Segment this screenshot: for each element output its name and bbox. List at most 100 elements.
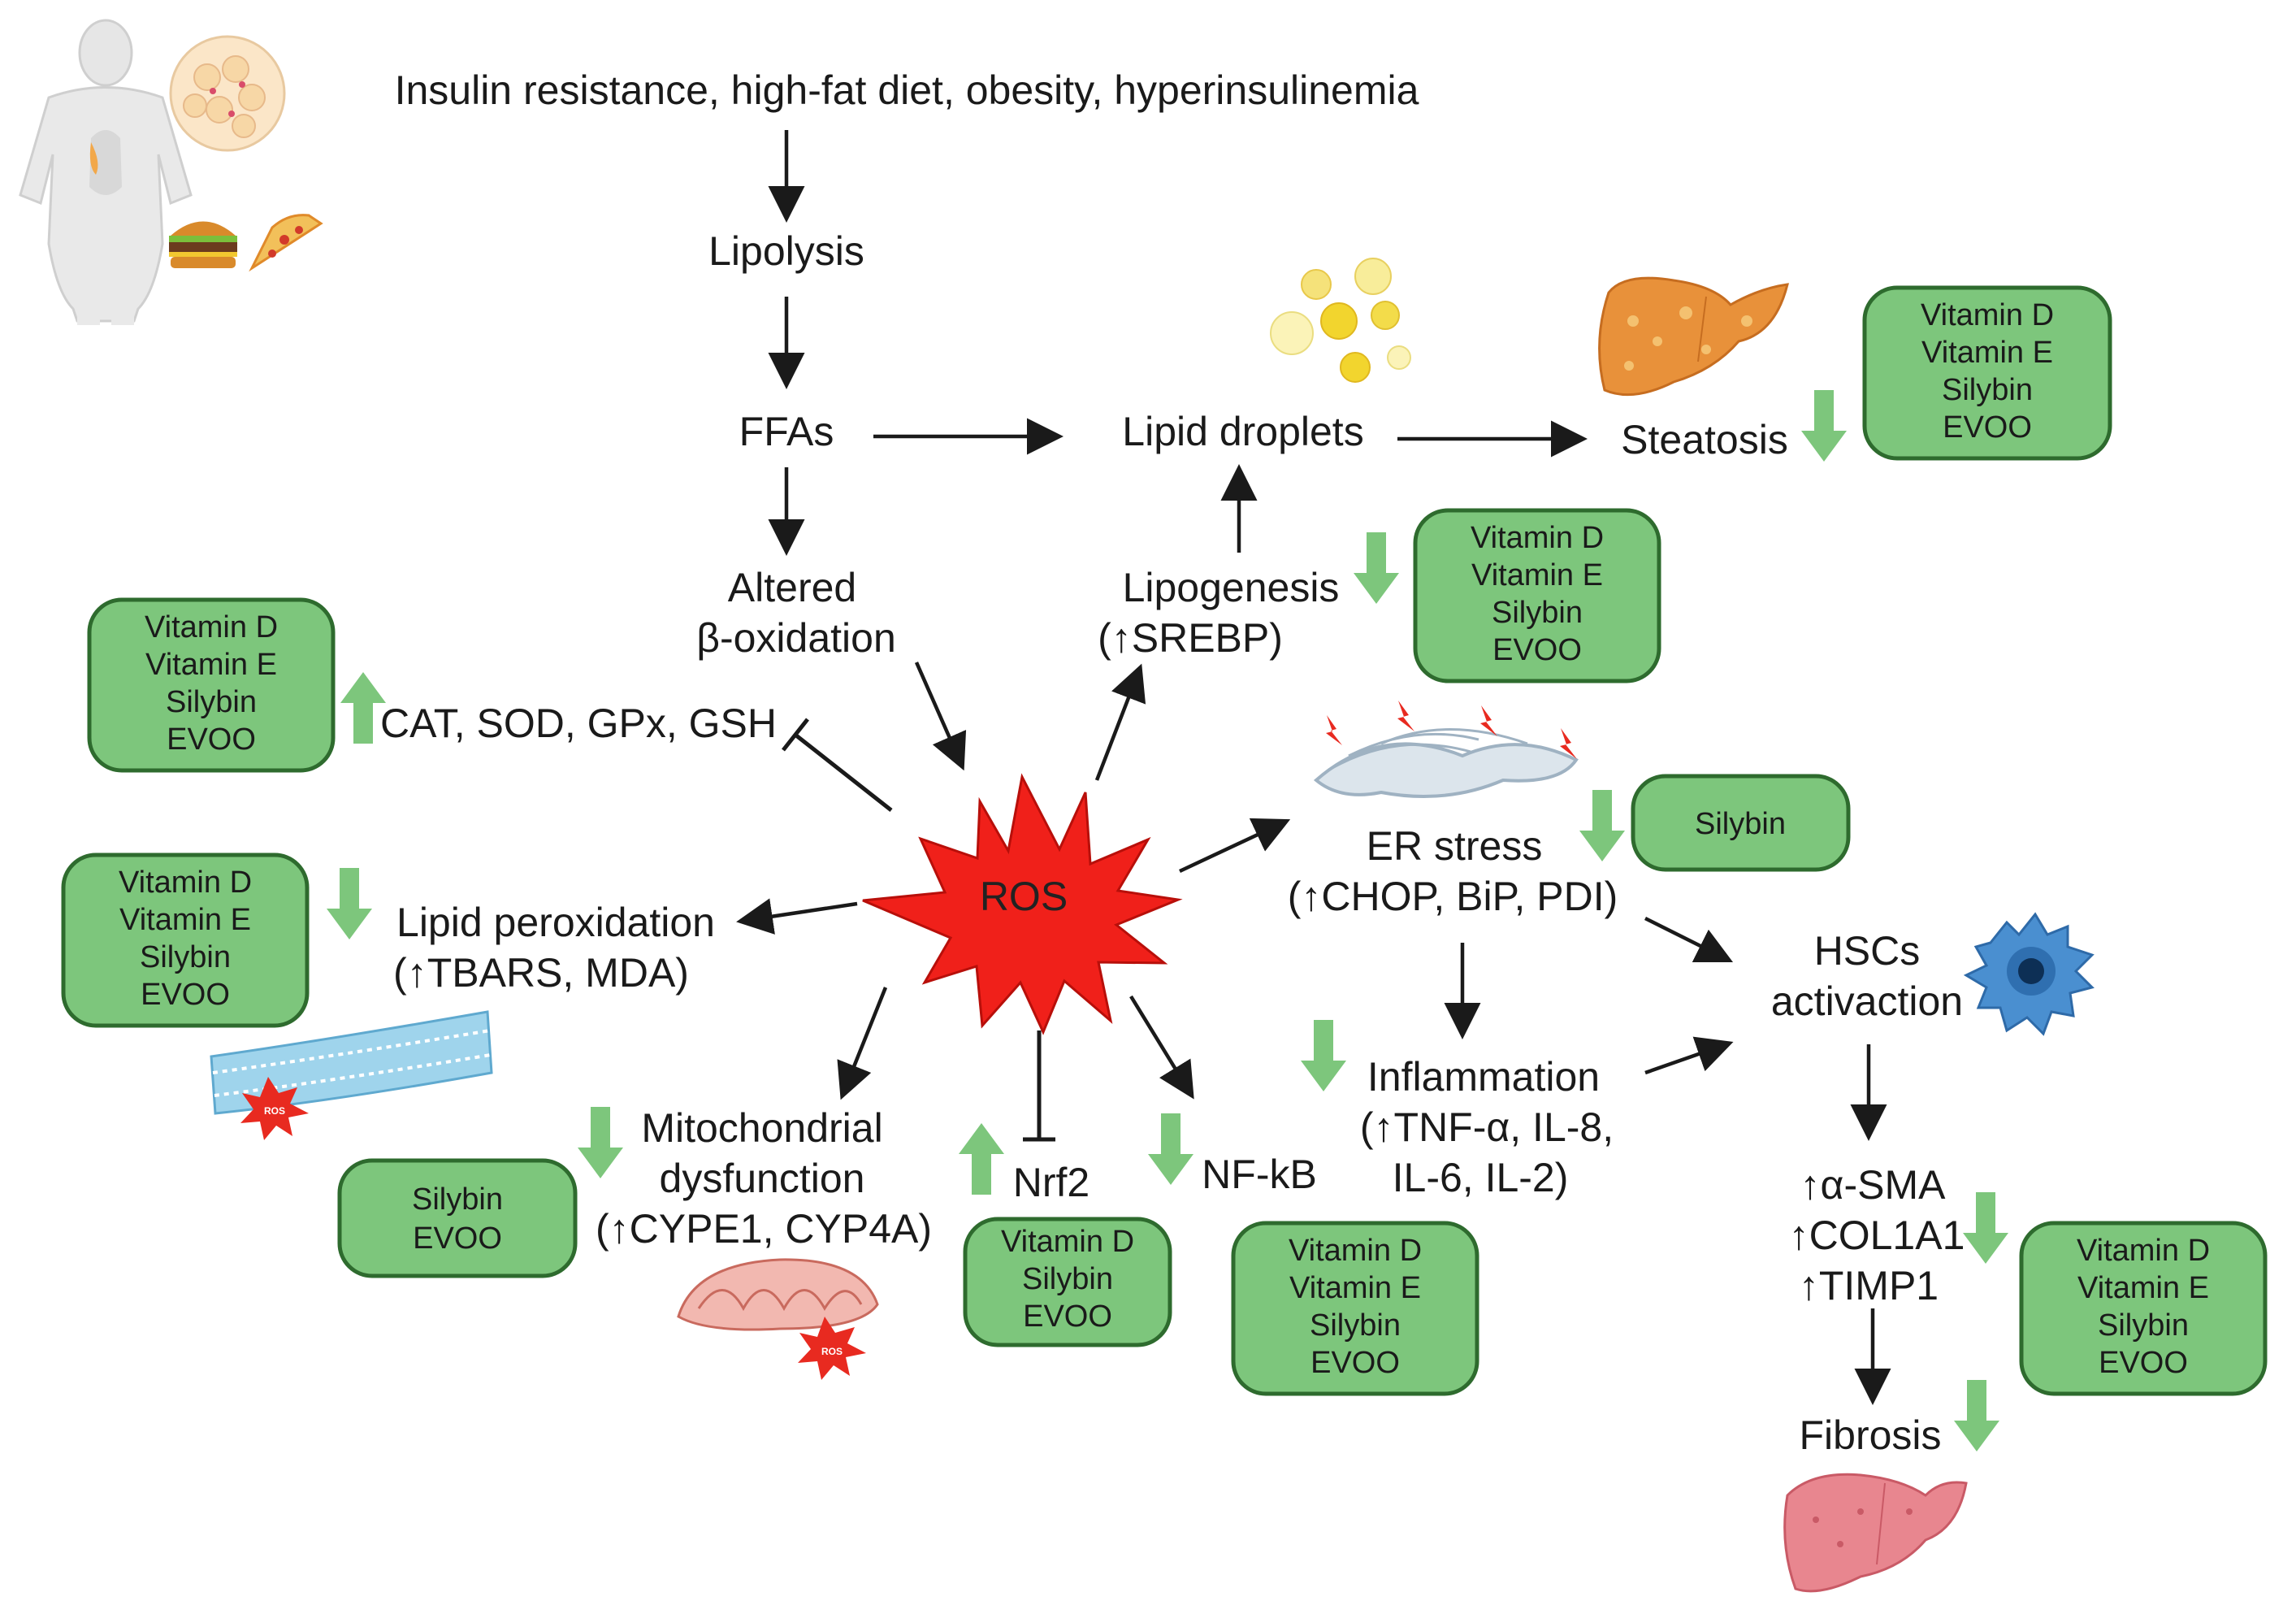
box-item: EVOO (2099, 1346, 2188, 1380)
steatosis-label: Steatosis (1621, 417, 1788, 462)
lipid-peroxidation-label-2: (↑TBARS, MDA) (393, 950, 689, 996)
box-item: Vitamin D (119, 866, 252, 900)
down-arrow-lipidperox (327, 868, 372, 939)
down-arrow-lipogenesis (1354, 532, 1399, 604)
lipolysis-label: Lipolysis (708, 228, 864, 274)
box-item: Vitamin D (145, 610, 278, 644)
fibrotic-liver-icon (1783, 1473, 1968, 1593)
box-item: EVOO (141, 978, 230, 1012)
hscs-label-2: activaction (1771, 978, 1963, 1024)
treatment-box-antioxidants: Vitamin D Vitamin E Silybin EVOO (87, 597, 336, 773)
nfkb-label: NF-kB (1202, 1152, 1317, 1197)
box-item: Vitamin D (2077, 1234, 2210, 1268)
arrow-ros-lipidperox (736, 898, 858, 935)
box-item: EVOO (1310, 1346, 1400, 1380)
endoplasmic-reticulum-icon (1313, 728, 1579, 798)
pathway-arrows (736, 130, 1891, 1405)
beta-oxidation-label-2: β-oxidation (696, 615, 896, 661)
box-item: Silybin (166, 685, 257, 719)
adipose-tissue-icon (169, 35, 286, 152)
box-item: EVOO (1943, 410, 2032, 445)
effect-arrows (327, 390, 2008, 1451)
box-item: Vitamin D (1289, 1234, 1422, 1268)
box-item: Vitamin E (119, 903, 251, 937)
ros-burst: ROS (862, 773, 1183, 1035)
arrow-ros-mito (837, 987, 888, 1100)
up-arrow-antioxidants (340, 672, 386, 744)
treatment-box-fibrosis: Vitamin D Vitamin E Silybin EVOO (2019, 1221, 2268, 1396)
arrow-betaox-ros (914, 662, 967, 771)
ros-label: ROS (980, 874, 1068, 919)
lipid-droplets-icon (1270, 258, 1411, 383)
down-arrow-inflammation (1301, 1020, 1346, 1091)
lipogenesis-label-2: (↑SREBP) (1098, 615, 1283, 661)
down-arrow-erstress (1579, 790, 1625, 861)
down-arrow-nfkb (1148, 1113, 1193, 1185)
inhibit-ros-antioxidants (782, 718, 893, 812)
hepatic-stellate-cell-icon (1963, 912, 2095, 1036)
burger-icon (169, 221, 237, 268)
pizza-icon (249, 214, 323, 272)
ros-burst-small-membrane: ROS (240, 1077, 309, 1140)
stress-lightning-icons (1326, 701, 1577, 759)
box-item: Silybin (1942, 373, 2033, 407)
treatment-box-steatosis: Vitamin D Vitamin E Silybin EVOO (1862, 285, 2112, 461)
inflammation-label-2: (↑TNF-α, IL-8, (1360, 1104, 1614, 1150)
fibrosis-label: Fibrosis (1799, 1412, 1941, 1458)
box-item: Silybin (1492, 596, 1583, 630)
arrow-ros-erstress (1179, 818, 1291, 874)
fatty-liver-icon (1598, 276, 1789, 397)
markers-label-3: ↑TIMP1 (1799, 1263, 1939, 1308)
box-item: EVOO (167, 722, 256, 757)
treatment-box-nfkb: Vitamin D Vitamin E Silybin EVOO (1231, 1221, 1479, 1396)
obese-person-illustration (19, 19, 193, 325)
box-item: Silybin (1310, 1308, 1401, 1343)
box-item: Silybin (1695, 807, 1786, 841)
antioxidants-label: CAT, SOD, GPx, GSH (380, 701, 777, 746)
box-item: Silybin (412, 1182, 503, 1217)
treatment-box-erstress: Silybin (1631, 774, 1851, 872)
box-item: Silybin (140, 940, 231, 974)
hscs-label-1: HSCs (1814, 928, 1921, 974)
treatment-box-nrf2: Vitamin D Silybin EVOO (963, 1217, 1172, 1347)
mitochondrial-label-1: Mitochondrial (641, 1105, 882, 1151)
box-item: Silybin (1022, 1262, 1113, 1296)
box-item: Silybin (2098, 1308, 2189, 1343)
ffas-label: FFAs (739, 409, 834, 454)
box-item: Vitamin D (1001, 1225, 1134, 1259)
mitochondrial-label-2: dysfunction (660, 1156, 865, 1201)
box-item: EVOO (413, 1221, 502, 1256)
small-ros-label: ROS (264, 1105, 285, 1117)
treatment-box-mito: Silybin EVOO (337, 1158, 578, 1278)
down-arrow-mito (578, 1107, 623, 1178)
box-item: Vitamin D (1471, 521, 1604, 555)
box-item: Vitamin E (1289, 1271, 1421, 1305)
down-arrow-steatosis (1801, 390, 1847, 462)
down-arrow-fibrosis (1954, 1380, 1999, 1451)
arrow-inflammation-hscs (1644, 1036, 1734, 1075)
arrow-ros-lipogenesis (1094, 663, 1146, 781)
er-stress-label-1: ER stress (1367, 823, 1543, 869)
box-item: Vitamin E (1921, 336, 2053, 370)
box-item: EVOO (1023, 1299, 1112, 1334)
markers-label-2: ↑COL1A1 (1789, 1213, 1965, 1258)
inhibit-ros-nrf2 (1023, 1030, 1055, 1142)
mitochondrion-icon (677, 1258, 879, 1331)
arrow-ros-nfkb (1129, 995, 1194, 1100)
down-arrow-markers (1963, 1192, 2008, 1264)
nrf2-label: Nrf2 (1013, 1160, 1090, 1205)
box-item: EVOO (1492, 633, 1582, 667)
treatment-box-lipogenesis: Vitamin D Vitamin E Silybin EVOO (1413, 508, 1661, 683)
box-item: Vitamin D (1921, 298, 2054, 332)
inflammation-label-3: IL-6, IL-2) (1393, 1155, 1569, 1200)
up-arrow-nrf2 (959, 1123, 1004, 1195)
lipid-peroxidation-label-1: Lipid peroxidation (396, 900, 715, 945)
beta-oxidation-label-1: Altered (728, 565, 856, 610)
ros-burst-small-mito: ROS (798, 1317, 866, 1380)
lipid-droplets-label: Lipid droplets (1122, 409, 1363, 454)
causes-label: Insulin resistance, high-fat diet, obesi… (395, 67, 1419, 113)
small-ros-mito-label: ROS (821, 1346, 843, 1357)
arrow-erstress-hscs (1644, 916, 1734, 963)
box-item: Vitamin E (145, 648, 277, 682)
